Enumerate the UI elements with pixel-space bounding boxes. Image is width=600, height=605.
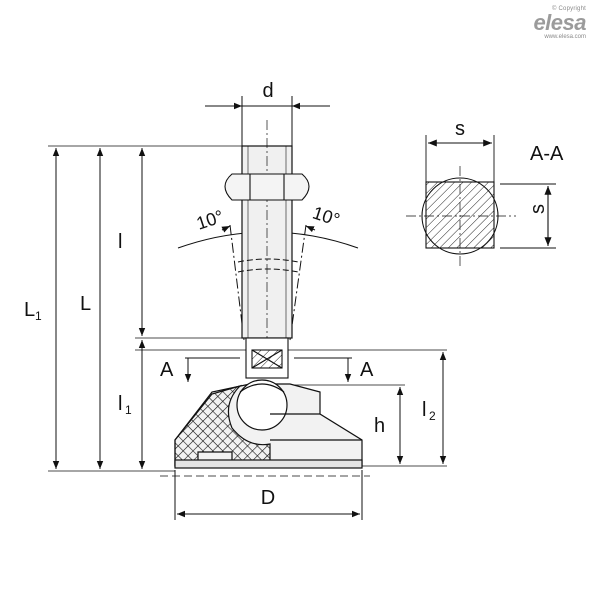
brand-url: www.elesa.com xyxy=(544,34,586,40)
label-l1: l 1 xyxy=(118,393,132,417)
hex-nut xyxy=(224,173,310,201)
label-D: D xyxy=(261,487,275,509)
label-angle-right: 10° xyxy=(310,203,342,230)
label-h: h xyxy=(374,415,385,437)
label-A-left: A xyxy=(160,359,174,381)
stud-neck xyxy=(245,337,289,379)
section-view xyxy=(406,135,556,268)
section-marker-left xyxy=(184,357,240,382)
label-l: l xyxy=(118,231,122,253)
label-L: L xyxy=(80,293,91,315)
levelling-base xyxy=(160,379,370,477)
label-d: d xyxy=(262,80,273,102)
label-l2-main: l xyxy=(422,399,426,421)
dimension-d xyxy=(205,96,330,150)
label-l2: l 2 xyxy=(422,399,436,423)
label-l2-sub: 2 xyxy=(429,409,436,423)
dimension-D xyxy=(174,470,363,520)
section-marker-right xyxy=(294,357,352,382)
label-l1-sub: 1 xyxy=(125,403,132,417)
brand-logo: elesa xyxy=(533,10,586,35)
label-L1-main: L xyxy=(24,299,35,321)
label-L1-sub: 1 xyxy=(35,309,42,323)
label-angle-left: 10° xyxy=(194,206,226,233)
break-lines xyxy=(237,258,299,273)
label-l1-main: l xyxy=(118,393,122,415)
label-section-AA: A-A xyxy=(530,143,564,165)
copyright-text: © Copyright xyxy=(552,6,586,12)
label-s-side: s xyxy=(527,204,549,214)
threaded-stud xyxy=(241,120,293,345)
label-s-top: s xyxy=(455,118,465,140)
label-L1: L 1 xyxy=(24,299,42,323)
label-A-right: A xyxy=(360,359,374,381)
brand-mark: © Copyright elesa www.elesa.com xyxy=(533,6,586,40)
